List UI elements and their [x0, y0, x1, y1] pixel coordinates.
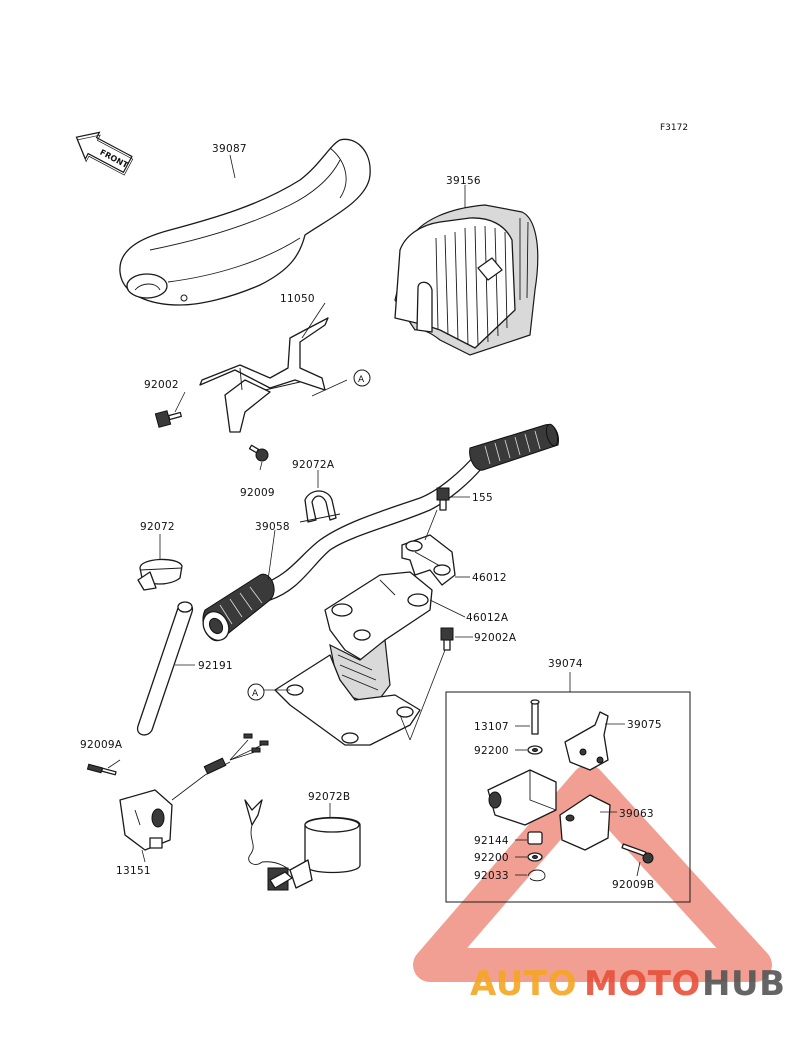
label-92200-b: 92200: [474, 852, 509, 864]
label-92009: 92009: [240, 487, 275, 499]
label-13107: 13107: [474, 721, 509, 733]
watermark-text: AUTO MOTO HUB: [470, 964, 785, 1004]
label-92072: 92072: [140, 521, 175, 533]
left-grip: [202, 573, 275, 642]
bolt-92002: [154, 410, 182, 428]
ref-mark-a-2: A: [247, 683, 265, 701]
clip-92033: [527, 869, 546, 882]
watermark-auto: AUTO: [470, 964, 577, 1004]
ref-mark-a-1: A: [353, 369, 371, 387]
watermark-moto: MOTO: [584, 964, 701, 1004]
label-92009B: 92009B: [612, 879, 654, 891]
label-92002A: 92002A: [474, 632, 517, 644]
label-39074: 39074: [548, 658, 583, 670]
collar-92144: [527, 831, 543, 845]
pin-13107: [530, 699, 540, 735]
handlebar-cover-39087: [119, 138, 371, 306]
label-92200-a: 92200: [474, 745, 509, 757]
watermark-hub: HUB: [702, 964, 785, 1004]
switch-13151: [119, 733, 269, 851]
screw-92009: [248, 444, 269, 462]
bolt-92002A: [440, 627, 454, 651]
label-11050: 11050: [280, 293, 315, 305]
label-92191: 92191: [198, 660, 233, 672]
label-39075: 39075: [627, 719, 662, 731]
leader-lines: [107, 154, 641, 877]
front-arrow-icon: FRONT: [75, 131, 134, 176]
label-92144: 92144: [474, 835, 509, 847]
svg-text:A: A: [358, 375, 365, 385]
lanyard-cord: [244, 799, 296, 891]
washer-92200-b: [527, 852, 543, 862]
svg-text:A: A: [252, 689, 259, 699]
label-92033: 92033: [474, 870, 509, 882]
figure-code: F3172: [660, 123, 688, 133]
housing: [487, 769, 557, 826]
label-92072A: 92072A: [292, 459, 335, 471]
label-46012A: 46012A: [466, 612, 509, 624]
label-39156: 39156: [446, 175, 481, 187]
part-labels: 39087 39156 11050 92002 92009 92072A 155…: [80, 143, 662, 891]
label-39087: 39087: [212, 143, 247, 155]
block-39063: [559, 794, 611, 851]
label-92072B: 92072B: [308, 791, 350, 803]
handlebar-39058: [202, 423, 559, 642]
label-39063: 39063: [619, 808, 654, 820]
right-grip: [469, 423, 559, 471]
ribbed-cover-39156: [394, 204, 539, 356]
label-46012: 46012: [472, 572, 507, 584]
lever-39075: [564, 711, 609, 771]
watermark-logo: [413, 765, 772, 982]
screw-92009A: [86, 763, 117, 776]
bolt-155: [436, 487, 450, 511]
assembly-box-39074: [445, 691, 691, 903]
label-92002: 92002: [144, 379, 179, 391]
tube-92191: [136, 601, 194, 736]
holder-46012A: [274, 571, 433, 746]
label-92009A: 92009A: [80, 739, 123, 751]
clamp-cap-46012: [401, 534, 456, 586]
washer-92200-a: [527, 745, 543, 755]
clamp-92072B: [289, 816, 361, 889]
bracket-11050: [199, 317, 329, 433]
screw-92009B: [621, 843, 654, 864]
clamp-92072A: [299, 490, 341, 523]
label-39058: 39058: [255, 521, 290, 533]
label-155: 155: [472, 492, 493, 504]
clamp-92072: [137, 558, 183, 591]
label-13151: 13151: [116, 865, 151, 877]
